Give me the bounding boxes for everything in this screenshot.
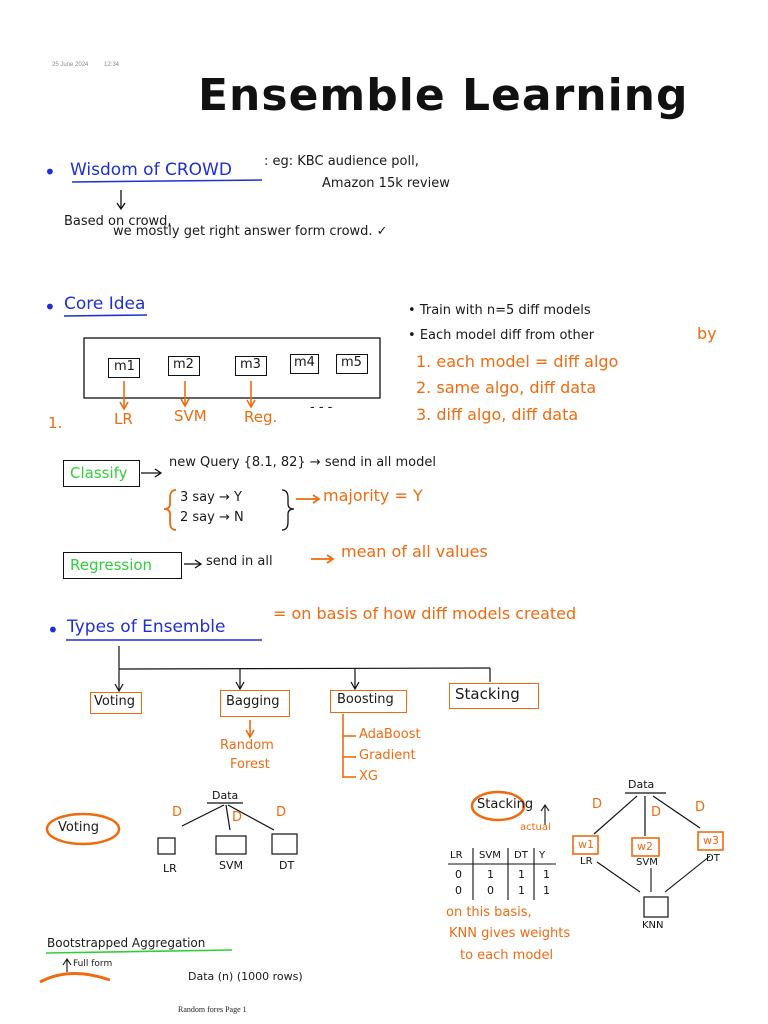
bullet-dot: • [44,297,56,317]
types-heading: Types of Ensemble [67,617,225,637]
algo-label: Reg. [244,408,277,426]
page-footer: Random fores Page 1 [178,1005,247,1014]
stacking-model-label: DT [706,853,720,864]
stacking-col-header: Y [539,850,545,861]
classify-text: new Query {8.1, 82} → send in all model [169,455,436,470]
core-numbered-2: 2. same algo, diff data [416,378,596,397]
boosting-sub-1: AdaBoost [359,727,421,742]
classify-label: Classify [70,464,128,482]
stacking-weight: w2 [637,840,653,853]
voting-model-label: SVM [219,859,243,872]
stacking-col-header: SVM [479,850,501,861]
classify-result: majority = Y [323,486,423,505]
core-point-text: Each model diff from other [420,328,594,343]
type-label-voting: Voting [94,694,135,709]
wisdom-heading: Wisdom of CROWD [70,160,232,180]
voting-model-label: LR [163,862,177,875]
stacking-note-line3: to each model [460,948,553,963]
regression-result: mean of all values [341,542,488,561]
stacking-actual-label: actual [520,822,551,833]
note-date: 25 June 2024 [52,62,88,68]
model-label: m5 [341,355,362,370]
note-time: 12:34 [104,62,119,68]
algo-label: SVM [174,407,207,425]
data-rows-note: Data (n) (1000 rows) [188,970,303,983]
model-label: m2 [173,357,194,372]
stacking-cell: 1 [518,884,525,897]
core-point-text: Train with n=5 diff models [420,303,591,318]
voting-d-label: D [276,805,286,820]
stacking-model-label: SVM [636,857,658,868]
stacking-note-line1: on this basis, [446,905,532,920]
stacking-d-label: D [695,800,705,815]
model-label: m3 [240,357,261,372]
stacking-diagram-label: Stacking [477,797,533,812]
voting-d-label: D [172,805,182,820]
stacking-cell: 0 [487,884,494,897]
wisdom-note-line2: we mostly get right answer form crowd. ✓ [113,224,388,239]
core-numbered-1: 1. each model = diff algo [416,352,618,371]
stacking-model-label: LR [580,856,593,867]
bullet-dot: • [44,162,56,182]
regression-text: send in all [206,554,273,569]
bullet-dot: • [47,620,59,640]
voting-data-label: Data [212,789,238,802]
model-label: m1 [114,359,135,374]
algo-label: LR [114,410,133,428]
voting-diagram-label: Voting [58,820,99,835]
stacking-cell: 1 [487,868,494,881]
stacking-cell: 1 [518,868,525,881]
stacking-data-label: Data [628,778,654,791]
stacking-cell: 1 [543,884,550,897]
stacking-col-header: LR [450,850,463,861]
classify-vote-2: 2 say → N [180,510,244,525]
core-by-label: by [697,324,717,343]
stacking-d-label: D [651,805,661,820]
stacking-note-line2: KNN gives weights [449,926,570,941]
stacking-meta-model: KNN [642,920,664,931]
boosting-sub-3: XG [359,769,378,784]
core-point-2: • Each model diff from other [408,328,594,343]
types-subtitle: = on basis of how diff models created [273,604,576,623]
type-label-bagging: Bagging [226,694,280,709]
core-row-label: 1. [48,414,62,432]
algo-label: - - - [310,400,332,415]
type-label-stacking: Stacking [455,685,520,703]
stacking-cell: 1 [543,868,550,881]
core-point-1: • Train with n=5 diff models [408,303,591,318]
stacking-d-label: D [592,797,602,812]
stacking-weight: w1 [578,838,594,851]
wisdom-eg-line1: : eg: KBC audience poll, [264,154,419,169]
model-label: m4 [294,355,315,370]
bagging-sub-line1: Random [220,738,274,753]
boosting-sub-2: Gradient [359,748,416,763]
page-title: Ensemble Learning [198,70,689,121]
core-numbered-3: 3. diff algo, diff data [416,405,578,424]
wisdom-eg-line2: Amazon 15k review [322,176,450,191]
classify-vote-1: 3 say → Y [180,490,242,505]
voting-d-label: D [232,810,242,825]
bagging-sub-line2: Forest [230,757,270,772]
core-heading: Core Idea [64,294,145,314]
type-label-boosting: Boosting [337,692,394,707]
regression-label: Regression [70,556,152,574]
stacking-cell: 0 [455,868,462,881]
stacking-cell: 0 [455,884,462,897]
bootstrapped-heading: Bootstrapped Aggregation [47,936,205,950]
full-form-label: Full form [73,959,112,969]
stacking-weight: w3 [703,834,719,847]
stacking-col-header: DT [514,850,528,861]
voting-model-label: DT [279,859,294,872]
